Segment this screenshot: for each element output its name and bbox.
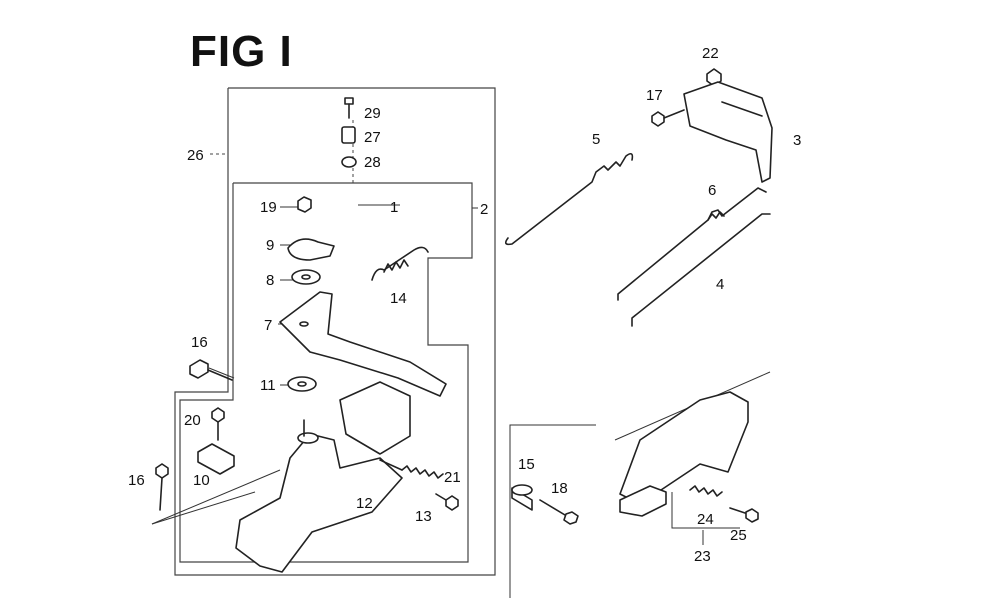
callout-labels: 29 27 28 26 19 1 2 9 8 14 7 16 11 20 10 … — [128, 45, 801, 565]
figure-title: FIG I — [190, 27, 293, 76]
lever-bracket-3 — [683, 81, 773, 183]
washer-8 — [291, 269, 321, 285]
callout-4: 4 — [716, 276, 724, 293]
callout-7: 7 — [264, 317, 272, 334]
callout-8: 8 — [266, 272, 274, 289]
screw-21 — [435, 493, 459, 511]
callout-16b: 16 — [128, 472, 145, 489]
collar-27 — [341, 126, 356, 144]
callout-17: 17 — [646, 87, 663, 104]
rod-4 — [631, 213, 771, 327]
nut-19 — [297, 196, 312, 213]
callout-18: 18 — [551, 480, 568, 497]
callout-13: 13 — [415, 508, 432, 525]
bolt-18 — [539, 499, 579, 525]
spring-rod-6 — [617, 187, 767, 301]
callout-23: 23 — [694, 548, 711, 565]
spring-13 — [379, 459, 444, 479]
callout-9: 9 — [266, 237, 274, 254]
spring-rod-5 — [504, 152, 634, 246]
bolt-20 — [211, 407, 225, 441]
callout-2: 2 — [480, 201, 488, 218]
assembly-frame-outer — [174, 87, 496, 576]
callout-1: 1 — [390, 199, 398, 216]
callout-11: 11 — [260, 377, 276, 394]
callout-19: 19 — [260, 199, 277, 216]
callout-16a: 16 — [191, 334, 208, 351]
throttle-assembly-23 — [619, 391, 749, 517]
control-base-12 — [235, 381, 411, 573]
screw-25 — [729, 507, 759, 523]
clamp-10 — [197, 443, 235, 475]
callout-10: 10 — [193, 472, 210, 489]
callout-24: 24 — [697, 511, 714, 528]
collar-15 — [511, 484, 533, 511]
bolt-29 — [344, 97, 354, 119]
washer-11 — [287, 376, 317, 392]
callout-21: 21 — [444, 469, 461, 486]
callout-25: 25 — [730, 527, 747, 544]
callout-22: 22 — [702, 45, 719, 62]
callout-28: 28 — [364, 154, 381, 171]
callout-20: 20 — [184, 412, 201, 429]
callout-12: 12 — [356, 495, 373, 512]
washer-28 — [341, 156, 357, 168]
callout-14: 14 — [390, 290, 407, 307]
callout-26: 26 — [187, 147, 204, 164]
bracket-9 — [287, 238, 335, 261]
callout-27: 27 — [364, 129, 381, 146]
callout-6: 6 — [708, 182, 716, 199]
spring-14 — [371, 246, 429, 281]
assembly-frame-inner — [179, 182, 473, 563]
bolt-16-lower — [155, 463, 169, 511]
callout-15: 15 — [518, 456, 535, 473]
callout-29: 29 — [364, 105, 381, 122]
bolt-16-upper — [189, 359, 233, 381]
callout-3: 3 — [793, 132, 801, 149]
control-lever-7 — [279, 291, 447, 397]
spring-24 — [689, 485, 723, 497]
bolt-17 — [651, 109, 685, 127]
callout-5: 5 — [592, 131, 600, 148]
